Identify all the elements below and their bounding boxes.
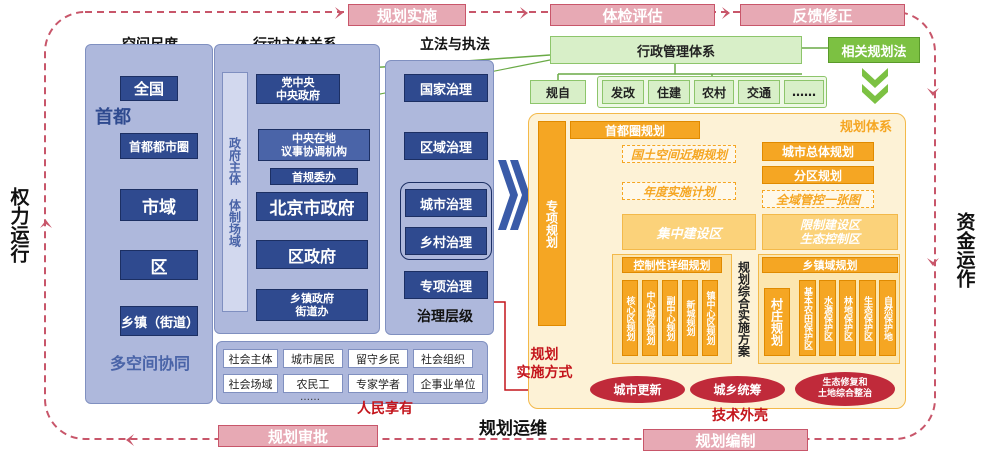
eco-farmland-text: 基本农田保护区 xyxy=(802,286,812,350)
scale-district: 区 xyxy=(120,250,198,280)
admin-self: 规自 xyxy=(530,80,586,104)
actor-district-gov: 区政府 xyxy=(256,240,368,269)
sub-core: 核心区规划 xyxy=(622,280,638,356)
eco-forest: 林地保护区 xyxy=(839,280,856,356)
society-more: …… xyxy=(300,391,320,403)
scale-national: 全国 xyxy=(120,76,178,101)
capital-operation-label: 资金运作 xyxy=(953,212,976,288)
plan-operation-label: 规划运维 xyxy=(479,418,547,439)
eco-protect: 生态保护区 xyxy=(859,280,876,356)
gov-regional: 区域治理 xyxy=(404,132,488,160)
special-plan-box: 专项规划 xyxy=(538,121,566,326)
one-map-control: 全域管控一张图 xyxy=(762,190,874,208)
annual-plan: 年度实施计划 xyxy=(622,182,736,200)
society-organizations: 社会组织 xyxy=(413,349,473,368)
dept-rural: 农村 xyxy=(694,80,734,104)
concentrated-zone: 集中建设区 xyxy=(622,214,756,250)
scale-city: 市域 xyxy=(120,189,198,221)
gov-rural: 乡村治理 xyxy=(405,227,487,255)
sub-town-center: 镇中心区规划 xyxy=(702,280,718,356)
eco-restore-oval: 生态修复和 土地综合整治 xyxy=(795,372,895,406)
governance-level-label: 治理层级 xyxy=(417,309,473,325)
comprehensive-plan: 规划综合实施方案 xyxy=(734,254,754,364)
sub-new-town: 新城规划 xyxy=(682,280,698,356)
special-plan-text: 专项规划 xyxy=(544,199,559,248)
gov-city-rural-group xyxy=(400,182,492,260)
power-operation-label: 权力运行 xyxy=(7,187,30,263)
comprehensive-plan-text: 规划综合实施方案 xyxy=(736,261,751,357)
zoning-plan: 分区规划 xyxy=(762,166,874,184)
urban-renewal-oval: 城市更新 xyxy=(590,376,685,403)
urban-rural-oval: 城乡统筹 xyxy=(690,376,785,403)
metro-plan: 首都圈规划 xyxy=(570,121,700,139)
near-term-plan: 国土空间近期规划 xyxy=(622,145,736,163)
society-migrant-workers: 农民工 xyxy=(283,374,343,393)
scale-town: 乡镇（街道） xyxy=(120,306,199,336)
actor-committee: 首规委办 xyxy=(270,168,358,185)
health-check-bar: 体检评估 xyxy=(550,4,715,26)
gov-special: 专项治理 xyxy=(404,271,488,299)
town-plan: 乡镇域规划 xyxy=(762,257,898,273)
plan-implementation-bar: 规划实施 xyxy=(348,4,466,26)
eco-water-text: 水源保护区 xyxy=(822,295,832,341)
gov-vertical-text: 政府主体 体制场域 xyxy=(227,137,242,247)
eco-nature-text: 自然保护地 xyxy=(882,295,892,341)
capital-label: 首都 xyxy=(95,107,131,128)
dept-housing: 住建 xyxy=(648,80,690,104)
admin-system-box: 行政管理体系 xyxy=(550,36,802,64)
sub-town-center-text: 镇中心区规划 xyxy=(704,291,715,345)
eco-water: 水源保护区 xyxy=(819,280,836,356)
eco-forest-text: 林地保护区 xyxy=(842,295,852,341)
restricted-zone: 限制建设区 生态控制区 xyxy=(762,214,898,250)
actor-town-gov: 乡镇政府 街道办 xyxy=(256,289,368,321)
feedback-bar: 反馈修正 xyxy=(740,4,905,26)
plan-system-label: 规划体系 xyxy=(839,119,892,135)
sub-core-text: 核心区规划 xyxy=(624,295,635,341)
eco-protect-text: 生态保护区 xyxy=(862,295,872,341)
plan-approval-bar: 规划审批 xyxy=(218,425,378,447)
society-subject: 社会主体 xyxy=(223,349,278,368)
dept-ndrc: 发改 xyxy=(602,80,644,104)
gov-city: 城市治理 xyxy=(405,189,487,217)
dept-more: …… xyxy=(784,80,824,104)
space-scale-panel xyxy=(85,44,213,404)
sub-new-town-text: 新城规划 xyxy=(684,300,695,336)
gov-vertical-box: 政府主体 体制场域 xyxy=(222,72,248,312)
society-field: 社会场域 xyxy=(223,374,278,393)
law-header: 立法与执法 xyxy=(420,37,490,53)
tech-shell-label: 技术外壳 xyxy=(712,408,768,424)
society-urban-residents: 城市居民 xyxy=(283,349,343,368)
dept-transport: 交通 xyxy=(738,80,780,104)
plan-compile-bar: 规划编制 xyxy=(643,429,808,451)
society-left-behind-villagers: 留守乡民 xyxy=(348,349,408,368)
eco-nature: 自然保护地 xyxy=(879,280,896,356)
plan-way-label: 规划 实施方式 xyxy=(516,347,573,381)
actor-party: 党中央 中央政府 xyxy=(256,74,340,104)
detailed-plan: 控制性详细规划 xyxy=(622,257,722,273)
village-plan: 村庄规划 xyxy=(764,288,790,356)
sub-sub-center: 副中心规划 xyxy=(662,280,678,356)
sub-central: 中心城区规划 xyxy=(642,280,658,356)
gov-national: 国家治理 xyxy=(404,74,488,102)
related-law-box: 相关规划法 xyxy=(828,37,920,63)
eco-farmland: 基本农田保护区 xyxy=(799,280,816,356)
sub-sub-center-text: 副中心规划 xyxy=(664,295,675,341)
master-plan: 城市总体规划 xyxy=(762,142,874,161)
society-enterprises: 企事业单位 xyxy=(413,374,483,393)
sub-central-text: 中心城区规划 xyxy=(644,291,655,345)
people-enjoy-label: 人民享有 xyxy=(357,401,413,417)
village-plan-text: 村庄规划 xyxy=(769,298,784,346)
actor-coord: 中央在地 议事协调机构 xyxy=(258,129,370,161)
multi-space-label: 多空间协同 xyxy=(109,354,190,373)
scale-metro: 首都都市圈 xyxy=(120,133,198,159)
actor-city-gov: 北京市政府 xyxy=(256,192,368,221)
society-experts: 专家学者 xyxy=(348,374,408,393)
